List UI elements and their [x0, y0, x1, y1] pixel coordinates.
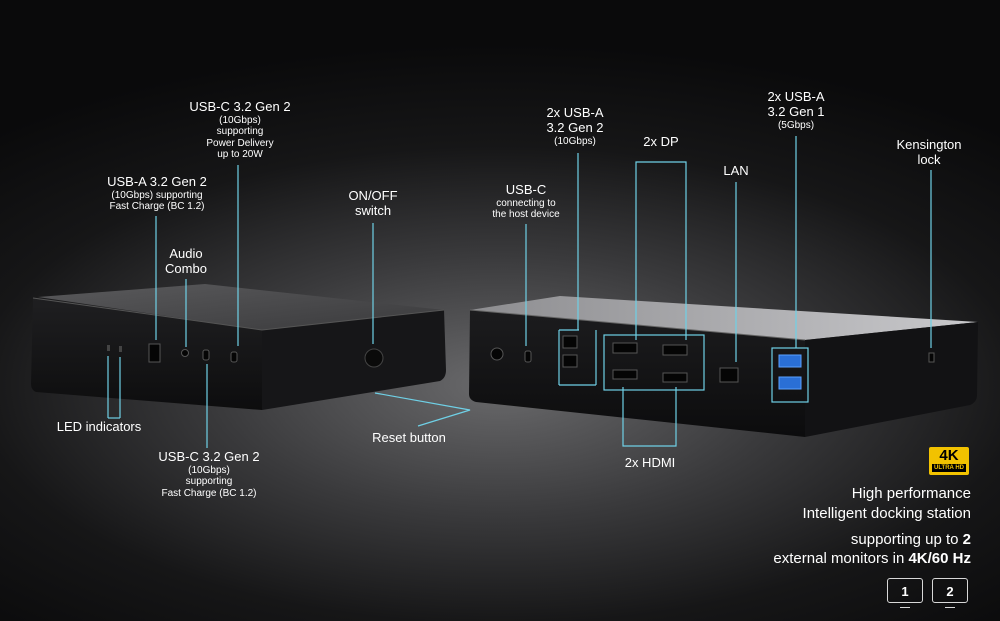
callout-detail: Fast Charge (BC 1.2) [109, 201, 205, 213]
callout-title: USB-C 3.2 Gen 2 [158, 449, 260, 464]
callout-on-off-switch: ON/OFF switch [335, 188, 411, 219]
monitor-icon: 1 [887, 578, 923, 608]
feature-line-3: supporting up to 2 [851, 530, 971, 550]
callout-title: 2x USB-A [546, 105, 604, 120]
callout-usba-front: USB-A 3.2 Gen 2 (10Gbps) supporting Fast… [97, 174, 217, 213]
callout-title: 2x DP [643, 134, 679, 149]
feature-line-1: High performance [851, 485, 971, 502]
callout-detail: Power Delivery [206, 137, 274, 149]
callout-detail: supporting [185, 476, 233, 488]
feature-line-3-text: supporting up to [850, 531, 963, 548]
callout-lan: LAN [713, 163, 759, 179]
callout-detail: connecting to [496, 197, 556, 209]
badge-sub: ULTRA HD [932, 464, 966, 472]
callout-title: Reset button [372, 430, 446, 445]
callout-usba-gen1: 2x USB-A 3.2 Gen 1 (5Gbps) [756, 89, 836, 131]
feature-line-2: Intelligent docking station [802, 505, 971, 522]
callout-title: LAN [723, 163, 749, 178]
callout-detail: (10Gbps) supporting [111, 189, 203, 201]
feature-line-4-bold: 4K/60 Hz [908, 550, 971, 567]
callout-title: ON/OFF [348, 188, 398, 203]
callout-kensington-lock: Kensington lock [889, 137, 969, 168]
callout-detail: (10Gbps) [188, 464, 230, 476]
callout-title: 2x USB-A [767, 89, 825, 104]
callout-title: 3.2 Gen 1 [767, 103, 825, 119]
callout-title: USB-A 3.2 Gen 2 [107, 174, 207, 189]
callout-detail: (10Gbps) [219, 114, 261, 126]
callout-detail: (10Gbps) [554, 135, 596, 147]
callout-usbc-power-delivery: USB-C 3.2 Gen 2 (10Gbps) supporting Powe… [180, 99, 300, 161]
callout-title: Combo [165, 260, 207, 276]
callout-reset-button: Reset button [362, 430, 456, 446]
callout-title: lock [917, 151, 941, 167]
callout-title: 2x HDMI [624, 455, 676, 470]
callout-detail: the host device [492, 209, 560, 221]
feature-line-3-bold: 2 [962, 531, 971, 548]
callout-title: Kensington [896, 137, 962, 152]
feature-line-4: external monitors in 4K/60 Hz [773, 549, 971, 569]
callout-lines [107, 136, 932, 448]
callout-detail: up to 20W [217, 149, 263, 161]
dock-rear-view [469, 296, 978, 437]
badge-main: 4K [939, 447, 959, 464]
callout-usbc-host: USB-C connecting to the host device [476, 182, 576, 221]
callout-usba-gen2: 2x USB-A 3.2 Gen 2 (10Gbps) [535, 105, 615, 147]
callout-title: USB-C [505, 182, 547, 197]
callout-title: 3.2 Gen 2 [546, 119, 604, 135]
callout-audio-combo: Audio Combo [155, 246, 217, 277]
callout-detail: Fast Charge (BC 1.2) [161, 487, 257, 499]
callout-dp: 2x DP [636, 134, 686, 150]
callout-detail: (5Gbps) [777, 119, 815, 131]
monitor-icon: 2 [932, 578, 968, 608]
callout-detail: supporting [216, 126, 264, 138]
callout-led-indicators: LED indicators [49, 419, 149, 435]
callout-hdmi: 2x HDMI [610, 455, 690, 471]
4k-ultra-hd-badge: 4K ULTRA HD [929, 447, 969, 475]
callout-title: USB-C 3.2 Gen 2 [189, 99, 291, 114]
dock-front-view [31, 284, 446, 410]
callout-usbc-front: USB-C 3.2 Gen 2 (10Gbps) supporting Fast… [146, 449, 272, 499]
callout-title: LED indicators [56, 419, 142, 434]
callout-title: Audio [169, 246, 203, 261]
callout-title: switch [354, 202, 392, 218]
feature-line-4-text: external monitors in [773, 550, 909, 567]
